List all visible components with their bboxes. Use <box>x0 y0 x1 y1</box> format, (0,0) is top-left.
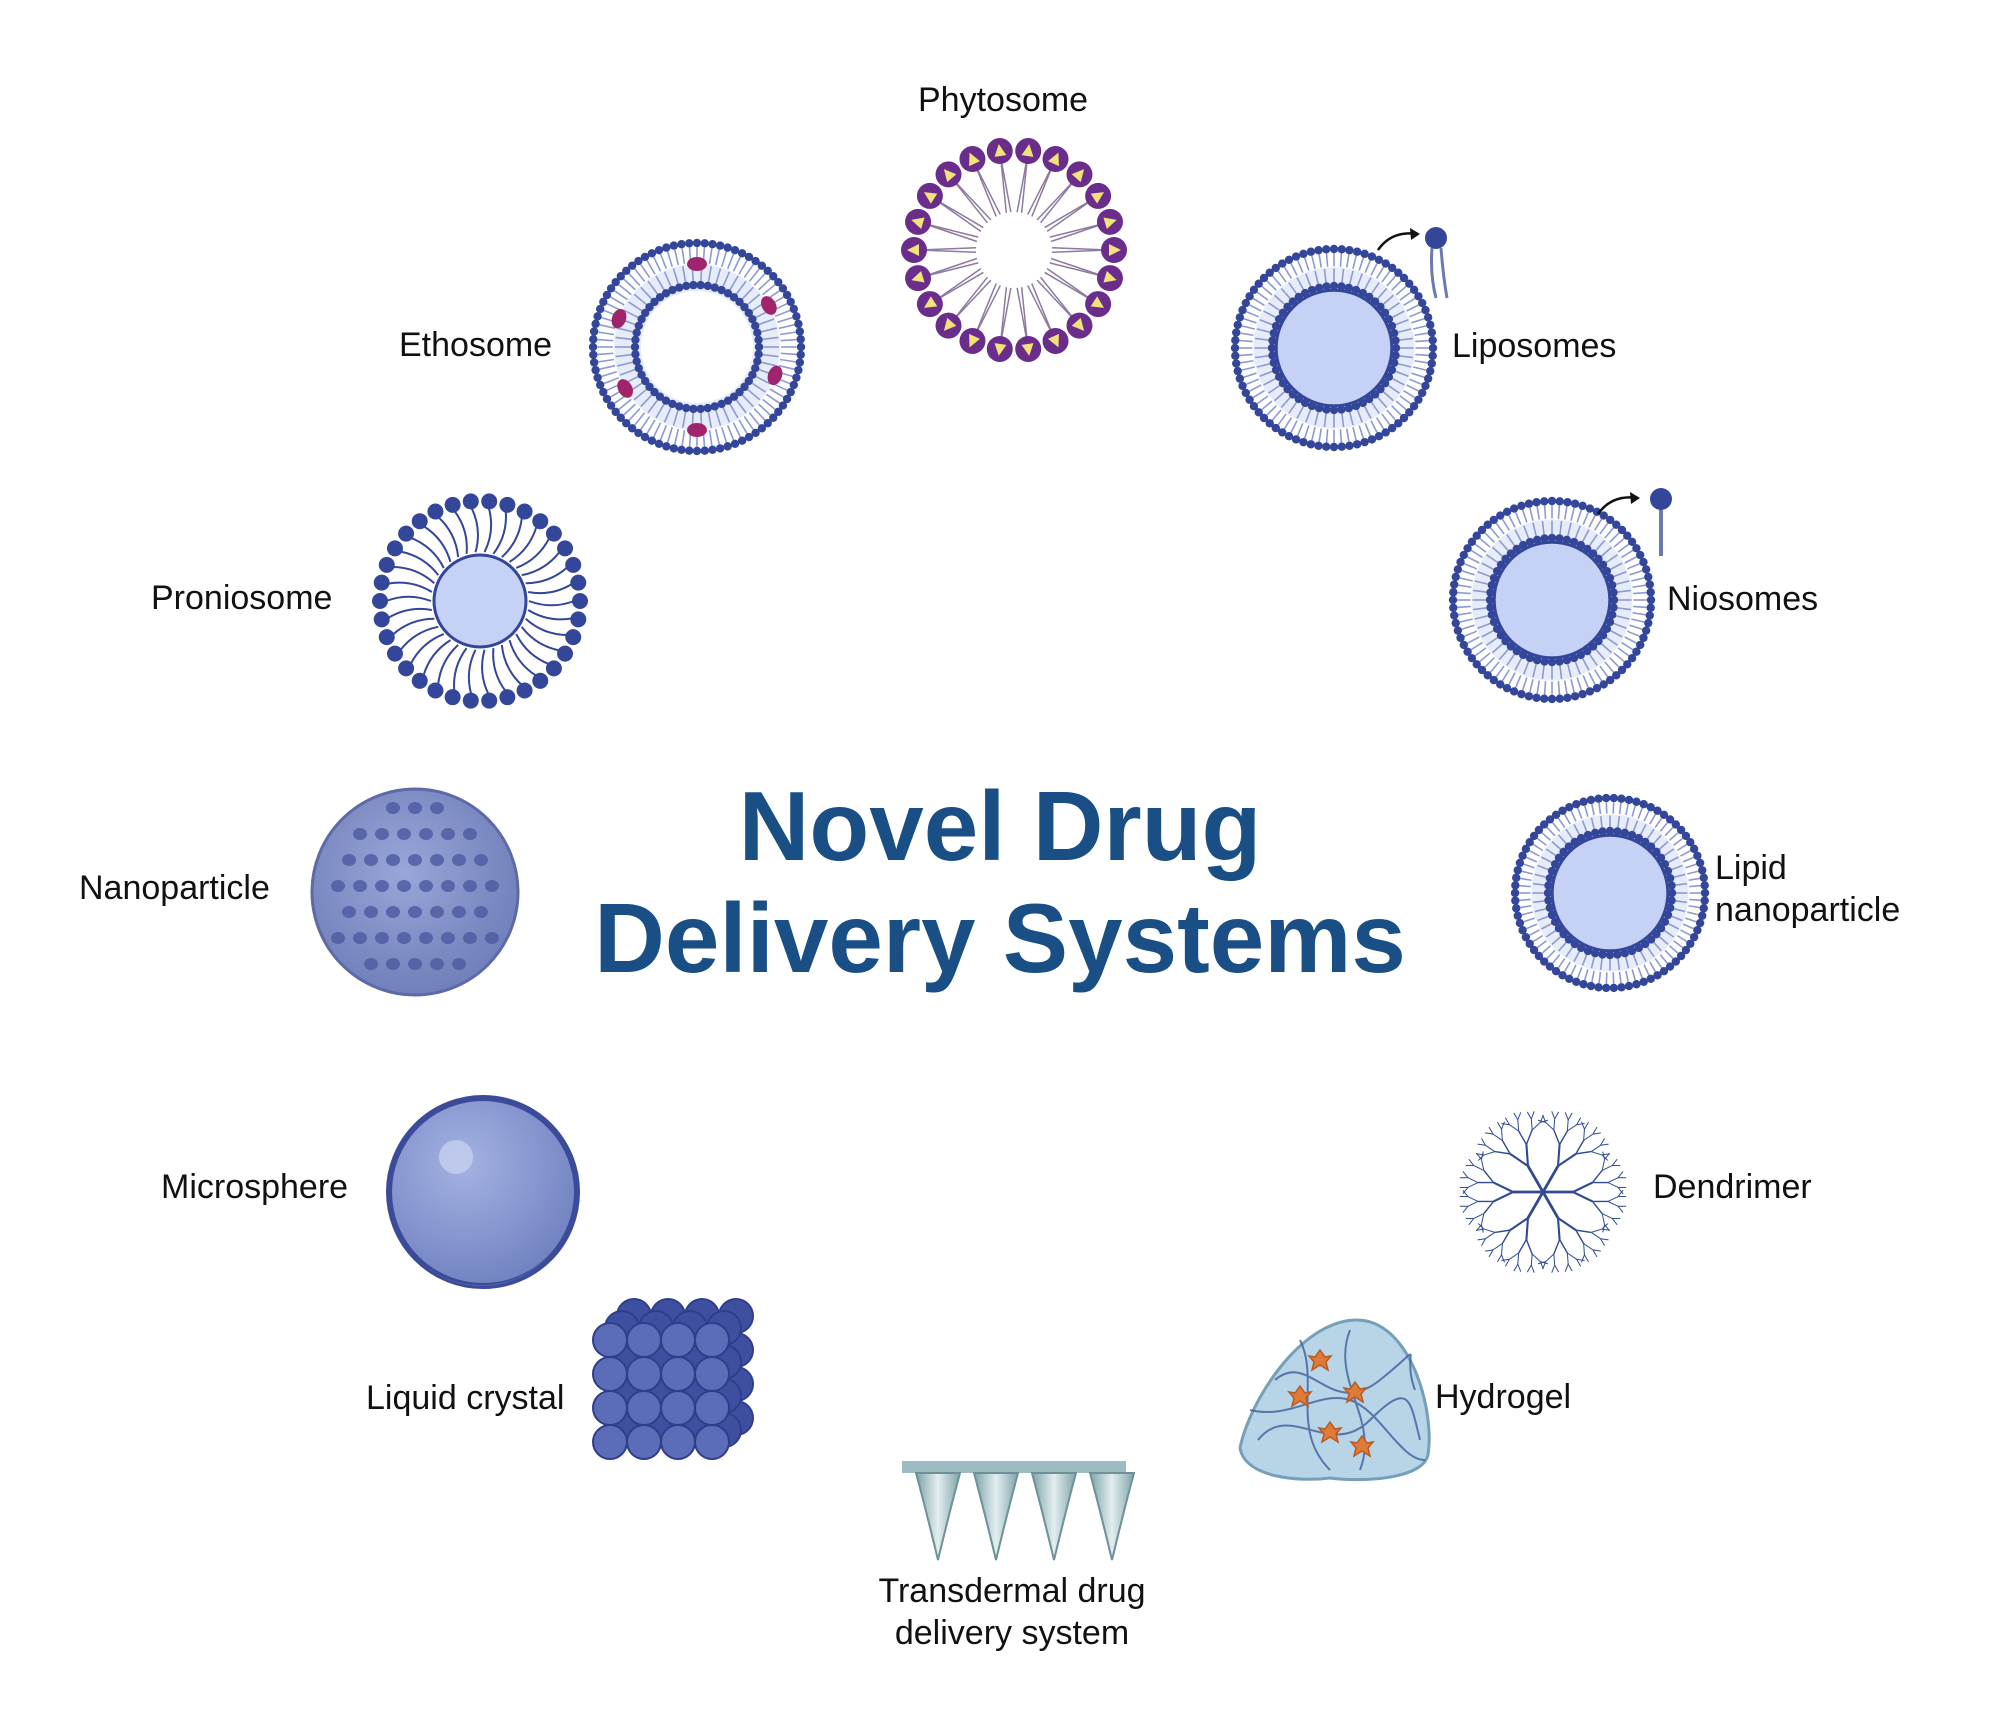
label-niosomes: Niosomes <box>1667 580 1819 618</box>
label-lipid-nanoparticle-line1: Lipid <box>1715 849 1787 887</box>
nanoparticle-icon <box>310 787 520 997</box>
label-dendrimer: Dendrimer <box>1653 1168 1812 1206</box>
proniosome-icon <box>372 493 588 709</box>
label-lipid-nanoparticle: Lipid nanoparticle <box>1715 847 1900 931</box>
phospholipid-molecule-icon <box>1376 227 1449 299</box>
label-phytosome: Phytosome <box>918 81 1089 119</box>
label-nanoparticle: Nanoparticle <box>79 869 270 907</box>
label-liposomes: Liposomes <box>1452 327 1617 365</box>
label-transdermal-line1: Transdermal drug <box>878 1572 1146 1610</box>
label-proniosome: Proniosome <box>151 579 333 617</box>
lipid-nanoparticle-icon <box>1510 793 1710 993</box>
label-ethosome: Ethosome <box>399 326 553 364</box>
microsphere-icon <box>386 1095 580 1289</box>
hydrogel-icon <box>1238 1318 1431 1482</box>
title-line-2: Delivery Systems <box>594 883 1406 993</box>
phytosome-icon <box>901 138 1127 362</box>
dendrimer-icon <box>1459 1111 1627 1273</box>
liposome-icon <box>1230 244 1438 452</box>
label-liquid-crystal: Liquid crystal <box>366 1379 565 1417</box>
liquid-crystal-icon <box>592 1298 754 1460</box>
label-hydrogel: Hydrogel <box>1435 1378 1572 1416</box>
niosome-icon <box>1448 496 1656 704</box>
label-microsphere: Microsphere <box>161 1168 349 1206</box>
diagram-title: Novel Drug Delivery Systems <box>0 770 2000 994</box>
title-line-1: Novel Drug <box>738 771 1262 881</box>
transdermal-patch-icon <box>902 1461 1136 1561</box>
label-transdermal-line2: delivery system <box>894 1614 1130 1652</box>
label-lipid-nanoparticle-line2: nanoparticle <box>1715 891 1901 929</box>
surfactant-molecule-icon <box>1596 488 1672 556</box>
ethosome-icon <box>588 238 806 456</box>
label-transdermal: Transdermal drug delivery system <box>862 1570 1162 1654</box>
